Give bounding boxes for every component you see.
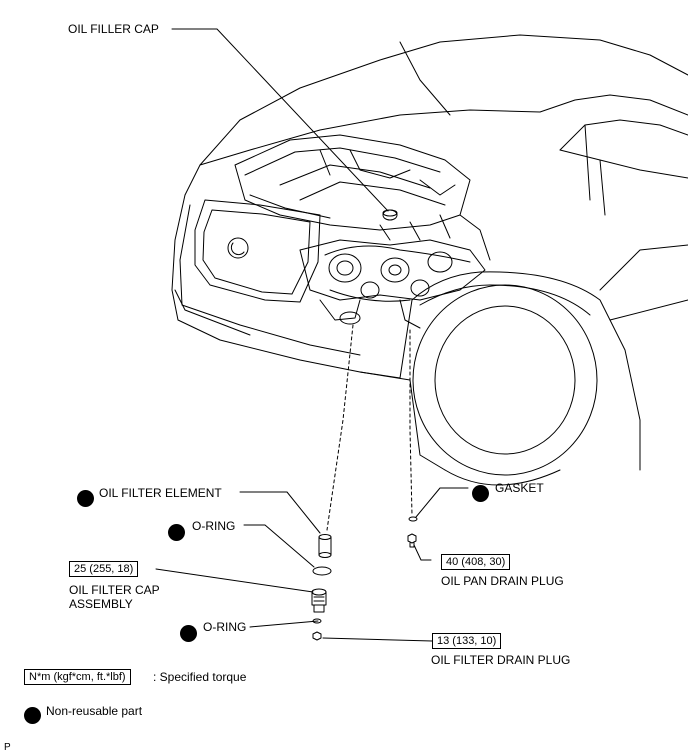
- torque-oil-filter-drain-plug: 13 (133, 10): [432, 633, 502, 649]
- leader-pan-drain-plug: [413, 544, 432, 561]
- label-o-ring-upper: O-RING: [192, 519, 236, 533]
- oil-filter-cap-assembly-part: [311, 588, 327, 613]
- o-ring-lower-part: [312, 618, 322, 624]
- non-reusable-icon: [180, 625, 197, 642]
- legend-torque-unit: N*m (kgf*cm, ft.*lbf): [24, 669, 131, 685]
- vehicle-body: [171, 34, 688, 486]
- label-oil-filter-cap-line1: OIL FILTER CAP: [69, 583, 160, 597]
- leader-oil-filter-element: [239, 491, 321, 534]
- non-reusable-icon: [77, 490, 94, 507]
- non-reusable-icon: [472, 485, 489, 502]
- label-oil-filter-element: OIL FILTER ELEMENT: [99, 486, 222, 500]
- footer-letter: P: [4, 742, 11, 753]
- label-oil-filler-cap: OIL FILLER CAP: [68, 22, 159, 36]
- dashed-filter-path: [326, 324, 354, 531]
- oil-filter-drain-plug-part: [312, 631, 322, 641]
- legend-torque-desc: : Specified torque: [153, 670, 247, 684]
- leader-filter-cap-assembly: [155, 568, 314, 593]
- torque-filter-cap-assembly: 25 (255, 18): [69, 561, 139, 577]
- gasket-part: [408, 516, 418, 522]
- leader-oil-filler-cap: [171, 28, 389, 212]
- legend-non-reusable: Non-reusable part: [46, 704, 143, 718]
- leader-o-ring-upper: [243, 524, 315, 568]
- torque-oil-pan-drain-plug: 40 (408, 30): [441, 554, 511, 570]
- label-gasket: GASKET: [495, 481, 544, 495]
- engine-block: [234, 134, 491, 329]
- oil-pan-drain-plug-part: [407, 533, 417, 548]
- label-oil-filter-cap-line2: ASSEMBLY: [69, 597, 133, 611]
- label-o-ring-lower: O-RING: [203, 620, 247, 634]
- label-oil-filter-drain-plug: OIL FILTER DRAIN PLUG: [431, 653, 571, 667]
- o-ring-upper-part: [312, 566, 332, 576]
- dashed-drain-path: [409, 329, 413, 516]
- label-oil-pan-drain-plug: OIL PAN DRAIN PLUG: [441, 574, 564, 588]
- leader-filter-drain-plug: [322, 637, 433, 642]
- legend-non-reusable-icon: [24, 707, 41, 724]
- non-reusable-icon: [168, 524, 185, 541]
- leader-gasket: [415, 487, 469, 518]
- oil-filter-element-part: [318, 534, 332, 558]
- leader-o-ring-lower: [249, 620, 319, 628]
